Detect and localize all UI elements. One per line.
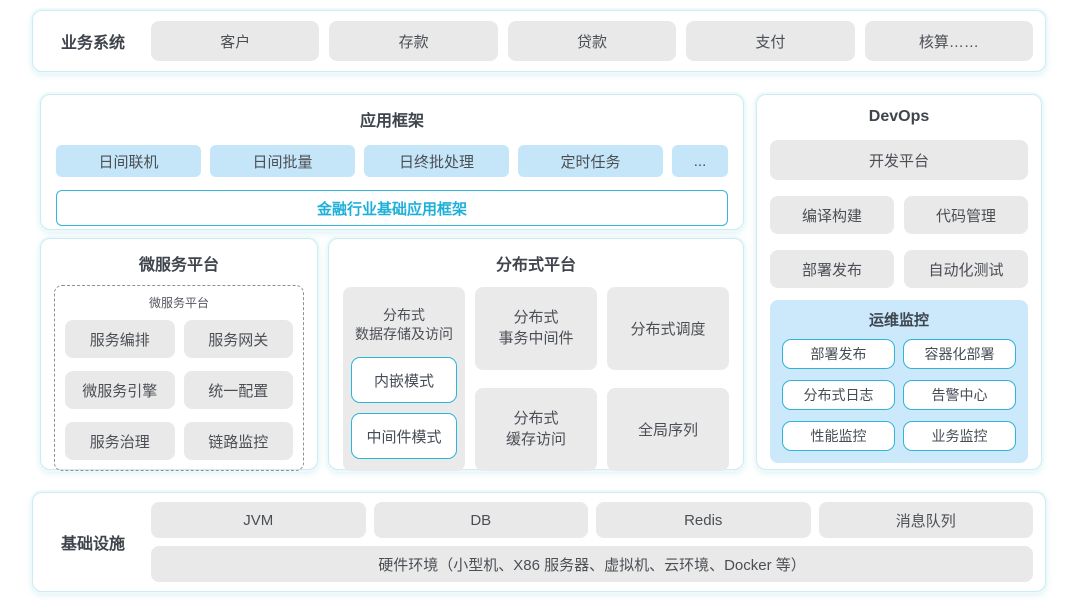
node-message-queue: 消息队列 [818, 502, 1033, 538]
distributed-grid: 分布式 数据存储及访问 内嵌模式 中间件模式 分布式 事务中间件 分布式 缓存访… [343, 287, 729, 471]
node-more-ellipsis: ... [672, 145, 728, 177]
microservice-items: 服务编排 服务网关 微服务引擎 统一配置 服务治理 链路监控 [65, 320, 293, 460]
node-business-monitor: 业务监控 [903, 421, 1016, 451]
ops-monitor-items: 部署发布 容器化部署 分布式日志 告警中心 性能监控 业务监控 [782, 339, 1016, 451]
microservice-panel: 微服务平台 微服务平台 服务编排 服务网关 微服务引擎 统一配置 服务治理 链路… [40, 238, 318, 471]
microservice-title: 微服务平台 [138, 257, 219, 274]
app-framework-title: 应用框架 [359, 113, 424, 130]
node-code-management: 代码管理 [904, 196, 1028, 234]
node-distributed-logging: 分布式日志 [782, 380, 895, 410]
node-trace-monitor: 链路监控 [183, 422, 293, 460]
microservice-inner-box: 微服务平台 服务编排 服务网关 微服务引擎 统一配置 服务治理 链路监控 [54, 285, 304, 471]
node-microservice-engine: 微服务引擎 [65, 371, 175, 409]
node-customer: 客户 [151, 21, 320, 61]
node-middleware-mode: 中间件模式 [351, 413, 457, 459]
microservice-inner-title: 微服务平台 [148, 296, 209, 310]
devops-panel: DevOps 开发平台 编译构建 代码管理 部署发布 自动化测试 运维监控 部署… [756, 94, 1042, 470]
node-accounting-etc: 核算…… [864, 21, 1034, 61]
infrastructure-panel: 基础设施 JVM DB Redis 消息队列 硬件环境（小型机、X86 服务器、… [32, 492, 1046, 592]
distributed-storage-label: 分布式 数据存储及访问 [355, 307, 453, 342]
node-payment: 支付 [686, 21, 855, 61]
node-db: DB [373, 502, 588, 538]
infrastructure-items: JVM DB Redis 消息队列 硬件环境（小型机、X86 服务器、虚拟机、云… [151, 502, 1033, 582]
infrastructure-label: 基础设施 [60, 536, 125, 553]
node-monitor-deploy-release: 部署发布 [782, 339, 895, 369]
app-framework-panel: 应用框架 日间联机 日间批量 日终批处理 定时任务 ... 金融行业基础应用框架 [40, 94, 744, 230]
node-service-orchestration: 服务编排 [65, 320, 175, 358]
business-systems-panel: 业务系统 客户 存款 贷款 支付 核算…… [32, 10, 1046, 72]
node-distributed-storage-access: 分布式 数据存储及访问 内嵌模式 中间件模式 [343, 287, 465, 471]
distributed-middle-column: 分布式 事务中间件 分布式 缓存访问 [475, 287, 597, 471]
node-dev-platform: 开发平台 [770, 140, 1028, 180]
ops-monitor-title: 运维监控 [868, 312, 929, 329]
node-eod-batch: 日终批处理 [364, 145, 509, 177]
infrastructure-row-top: JVM DB Redis 消息队列 [151, 502, 1033, 538]
distributed-title: 分布式平台 [495, 257, 576, 274]
ops-monitor-panel: 运维监控 部署发布 容器化部署 分布式日志 告警中心 性能监控 业务监控 [770, 300, 1028, 463]
node-distributed-transaction-middleware: 分布式 事务中间件 [475, 287, 597, 370]
app-framework-modules: 日间联机 日间批量 日终批处理 定时任务 ... [56, 145, 728, 177]
node-jvm: JVM [151, 502, 366, 538]
distributed-storage-column: 分布式 数据存储及访问 内嵌模式 中间件模式 [343, 287, 465, 471]
node-loan: 贷款 [507, 21, 677, 61]
node-distributed-scheduling: 分布式调度 [607, 287, 729, 370]
node-embedded-mode: 内嵌模式 [351, 357, 457, 403]
node-unified-config: 统一配置 [183, 371, 293, 409]
node-deploy-release: 部署发布 [770, 250, 894, 288]
node-global-sequence: 全局序列 [607, 388, 729, 471]
business-systems-label: 业务系统 [60, 35, 125, 52]
node-daytime-online: 日间联机 [56, 145, 201, 177]
node-scheduled-task: 定时任务 [518, 145, 663, 177]
devops-tools: 编译构建 代码管理 部署发布 自动化测试 [770, 196, 1028, 288]
node-finance-base-framework: 金融行业基础应用框架 [56, 190, 728, 226]
node-daytime-batch: 日间批量 [210, 145, 355, 177]
node-compile-build: 编译构建 [770, 196, 894, 234]
distributed-panel: 分布式平台 分布式 数据存储及访问 内嵌模式 中间件模式 分布式 事务中间件 分… [328, 238, 744, 471]
node-performance-monitor: 性能监控 [782, 421, 895, 451]
node-service-governance: 服务治理 [65, 422, 175, 460]
node-automated-testing: 自动化测试 [904, 250, 1028, 288]
node-alert-center: 告警中心 [903, 380, 1016, 410]
node-redis: Redis [596, 502, 811, 538]
node-distributed-cache-access: 分布式 缓存访问 [475, 388, 597, 471]
devops-title: DevOps [868, 108, 930, 125]
node-service-gateway: 服务网关 [183, 320, 293, 358]
node-containerized-deploy: 容器化部署 [903, 339, 1016, 369]
node-hardware-environment: 硬件环境（小型机、X86 服务器、虚拟机、云环境、Docker 等） [151, 546, 1033, 582]
distributed-right-column: 分布式调度 全局序列 [607, 287, 729, 471]
node-deposit: 存款 [329, 21, 498, 61]
